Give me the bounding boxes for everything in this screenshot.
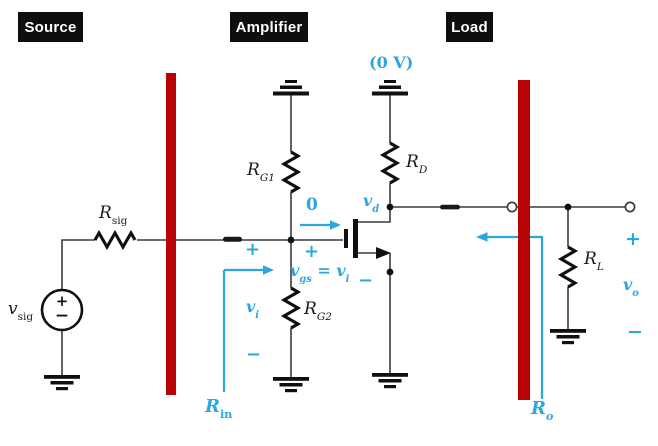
vsig-label: vsig xyxy=(8,299,34,323)
rsig-resistor xyxy=(93,229,137,251)
wire-dash-marks xyxy=(223,204,460,242)
output-terminal-left xyxy=(506,201,518,213)
vo-label: vo xyxy=(623,275,639,299)
load-barrier-bar xyxy=(518,80,530,400)
zero-volts-label: (0 V) xyxy=(369,53,414,72)
rg2-ground xyxy=(273,377,309,393)
vd-node-dot xyxy=(386,203,394,211)
rl-resistor xyxy=(557,245,579,289)
vgs-minus-sign: − xyxy=(358,270,374,291)
rg1-resistor xyxy=(280,150,302,194)
rin-label: Rin xyxy=(205,396,233,422)
vo-plus-sign: + xyxy=(625,228,641,250)
rin-arrowhead xyxy=(263,265,274,275)
ro-label: Ro xyxy=(531,398,554,424)
load-panel-label: Load xyxy=(446,12,493,42)
vsig-ground xyxy=(44,375,80,391)
rd-resistor xyxy=(379,141,401,185)
output-wire-dash xyxy=(440,204,460,210)
amplifier-panel-label: Amplifier xyxy=(230,12,308,42)
wire-drain xyxy=(356,207,391,223)
vsig-plus-sign: + xyxy=(55,292,69,310)
resistors xyxy=(93,141,579,330)
mosfet-source-ground xyxy=(372,373,408,389)
ro-arrowhead xyxy=(476,232,488,242)
vi-minus-sign: − xyxy=(246,344,262,365)
vd-label: vd xyxy=(363,191,380,215)
zero-current-label: 0 xyxy=(306,195,318,215)
rg2-resistor xyxy=(280,286,302,330)
vi-plus-sign: + xyxy=(245,239,261,260)
output-terminal-right xyxy=(624,201,636,213)
vsig-source-symbol xyxy=(40,288,84,332)
source-node-dot xyxy=(386,268,394,276)
vo-minus-sign: − xyxy=(627,321,643,343)
rsig-label: Rsig xyxy=(99,203,128,227)
rg1-label: RG1 xyxy=(247,160,275,184)
rl-label: RL xyxy=(584,249,604,273)
gate-node-dot xyxy=(287,236,295,244)
vsig-minus-sign: − xyxy=(54,306,70,326)
rg2-label: RG2 xyxy=(304,299,332,323)
zero-current-arrowhead xyxy=(330,220,341,230)
annotation-arrows xyxy=(222,223,544,399)
ro-arrow-line xyxy=(487,235,544,399)
rg1-top-ground xyxy=(273,80,309,96)
annotation-arrowheads xyxy=(263,220,488,275)
vi-label: vi xyxy=(246,297,260,321)
mosfet xyxy=(344,219,391,259)
wire-vsig-top xyxy=(61,239,95,290)
mosfet-source-arrow xyxy=(376,247,391,259)
rd-label: RD xyxy=(406,152,428,176)
rl-node-dot xyxy=(564,203,572,211)
source-barrier-bar xyxy=(166,73,176,395)
junction-dots xyxy=(287,203,572,276)
rl-ground xyxy=(550,329,586,345)
vgs-plus-sign: + xyxy=(304,241,320,262)
ground-symbols xyxy=(44,80,586,393)
vgs-equation-label: vgs = vi xyxy=(290,261,350,285)
input-wire-dash xyxy=(223,236,242,242)
rin-arrow-line xyxy=(222,268,263,392)
source-panel-label: Source xyxy=(18,12,83,42)
rd-top-ground xyxy=(372,80,408,96)
